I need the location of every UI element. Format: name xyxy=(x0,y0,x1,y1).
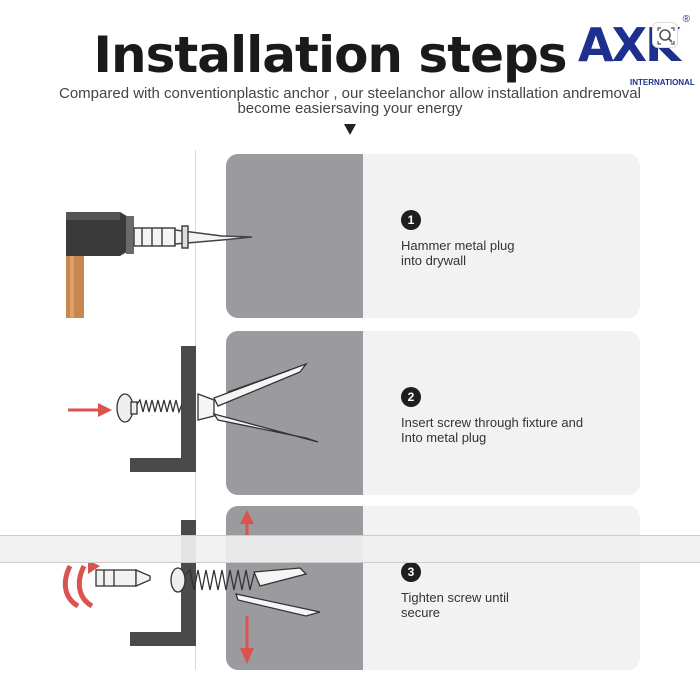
subtitle-line-1: Compared with conventionplastic anchor ,… xyxy=(59,85,641,102)
metal-plug-icon xyxy=(197,362,319,443)
step-description-line-2: into drywall xyxy=(401,253,467,268)
step-description-line-2: secure xyxy=(401,605,441,620)
step-card-3: 3 Tighten screw until secure xyxy=(226,506,640,670)
step-number-badge: 3 xyxy=(401,562,421,582)
triangle-down-icon xyxy=(344,124,356,135)
step-description: Insert screw through fixture and Into me… xyxy=(401,415,631,445)
drywall-panel xyxy=(226,331,363,495)
metal-plug-icon xyxy=(235,567,321,617)
step-description: Hammer metal plug into drywall xyxy=(401,238,631,268)
overlay-band xyxy=(0,535,700,563)
step-description-line-2: Into metal plug xyxy=(401,430,487,445)
screw-icon xyxy=(170,567,255,593)
step-number-badge: 1 xyxy=(401,210,421,230)
visual-search-icon[interactable] xyxy=(652,22,678,48)
metal-plug-icon xyxy=(133,225,253,249)
screwdriver-bit-icon xyxy=(95,569,151,587)
fixture-bracket xyxy=(130,346,196,472)
hammer-icon xyxy=(66,212,134,318)
step-description-line-1: Hammer metal plug xyxy=(401,238,515,253)
logo-subtitle: INTERNATIONAL xyxy=(630,78,695,87)
rotate-arrow-icon xyxy=(62,560,100,609)
step-description-line-1: Insert screw through fixture and xyxy=(401,415,584,430)
subtitle-line-2: become easiersaving your energy xyxy=(237,100,463,117)
step-card-1: 1 Hammer metal plug into drywall xyxy=(226,154,640,318)
screw-icon xyxy=(116,393,183,423)
step-description: Tighten screw until secure xyxy=(401,590,631,620)
drywall-panel xyxy=(226,506,363,670)
page-title: Installation steps xyxy=(93,26,567,84)
step-number-badge: 2 xyxy=(401,387,421,407)
step-card-2: 2 Insert screw through fixture and Into … xyxy=(226,331,640,495)
step-description-line-1: Tighten screw until xyxy=(401,590,509,605)
logo-registered-mark: ® xyxy=(682,14,690,25)
page-subtitle: Compared with conventionplastic anchor ,… xyxy=(0,86,700,116)
push-arrow-icon xyxy=(68,403,112,417)
drywall-panel xyxy=(226,154,363,318)
